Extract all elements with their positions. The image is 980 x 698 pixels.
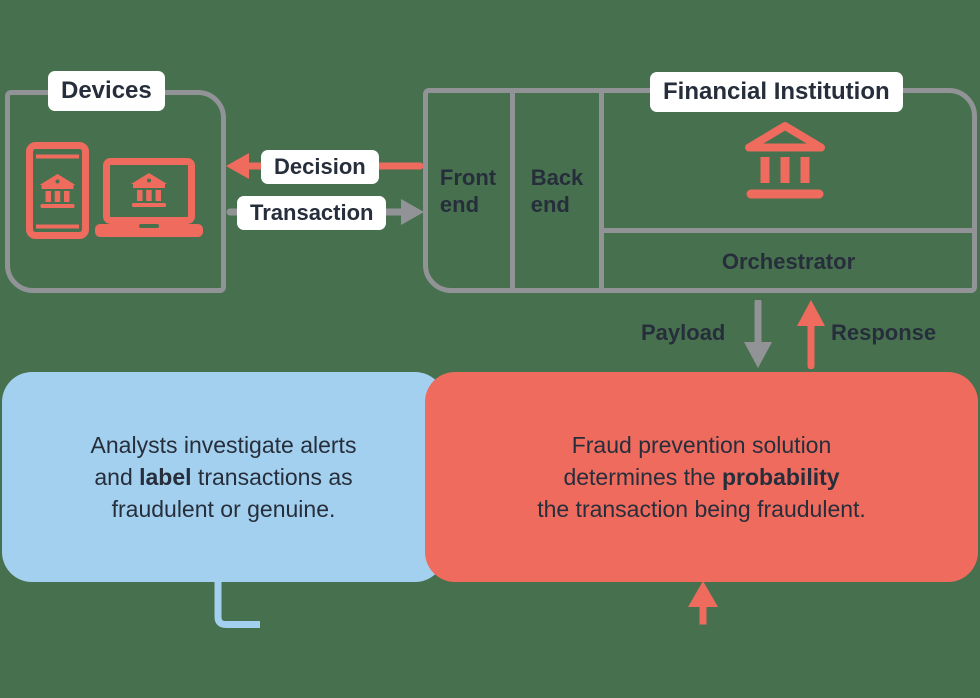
feedback-connector-arrow — [214, 578, 718, 628]
financial-institution-label: Financial Institution — [650, 72, 903, 112]
payload-arrow — [744, 300, 772, 368]
analyst-line1: Analysts investigate alerts — [90, 432, 357, 458]
response-label: Response — [831, 320, 937, 345]
bank-icon — [745, 122, 825, 199]
smartphone-bank-icon — [26, 142, 89, 239]
orchestrator-label: Orchestrator — [721, 249, 856, 274]
fraud-text: Fraud prevention solution determines the… — [537, 429, 866, 525]
payload-label: Payload — [641, 320, 726, 345]
laptop-bank-icon — [95, 158, 203, 237]
analyst-line2-post: transactions as — [191, 464, 353, 490]
back-end-divider — [599, 90, 604, 291]
fraud-line2-bold: probability — [721, 464, 840, 490]
fraud-line1: Fraud prevention solution — [571, 432, 832, 458]
response-arrow — [797, 300, 825, 369]
orchestrator-divider — [602, 228, 975, 233]
back-end-label: Back end — [530, 164, 584, 217]
devices-label: Devices — [48, 71, 165, 111]
fraud-line2-pre: determines the — [563, 464, 722, 490]
analyst-line2-bold: label — [139, 464, 192, 490]
analyst-text: Analysts investigate alerts and label tr… — [91, 429, 357, 525]
front-end-label: Front end — [439, 164, 497, 217]
transaction-label: Transaction — [237, 196, 387, 230]
decision-label: Decision — [261, 150, 379, 184]
front-end-divider — [510, 90, 515, 291]
analyst-box: Analysts investigate alerts and label tr… — [2, 372, 445, 582]
fraud-line3: the transaction being fraudulent. — [537, 496, 866, 522]
analyst-line3: fraudulent or genuine. — [111, 496, 336, 522]
fraud-solution-box: Fraud prevention solution determines the… — [425, 372, 978, 582]
analyst-line2-pre: and — [94, 464, 140, 490]
